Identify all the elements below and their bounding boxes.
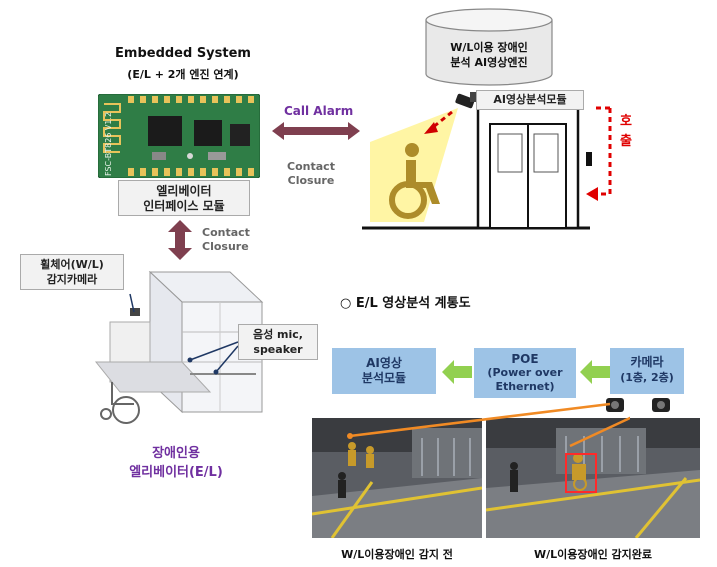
elevator-caption-line1: 장애인용 xyxy=(152,446,200,461)
flow-arrow-poe-to-ai xyxy=(442,360,472,384)
poe-line2: (Power over xyxy=(487,366,563,379)
wheelchair-camera-line2: 감지카메라 xyxy=(46,273,98,286)
camera-box: 카메라 (1층, 2층) xyxy=(610,348,684,394)
photo-after-detection xyxy=(486,418,700,538)
interface-module-label: 엘리베이터 인터페이스 모듈 xyxy=(118,180,250,216)
contact-closure-left: Contact Closure xyxy=(202,226,250,254)
elevator-caption: 장애인용 엘리베이터(E/L) xyxy=(96,444,256,482)
ai-analysis-line2: 분석모듈 xyxy=(361,371,407,385)
photo-after-caption: W/L이용장애인 감지완료 xyxy=(533,548,653,561)
flow-arrow-camera-to-poe xyxy=(580,360,610,384)
interface-module-line2: 인터페이스 모듈 xyxy=(143,199,225,213)
photo-before-caption: W/L이용장애인 감지 전 xyxy=(341,548,453,561)
embedded-board xyxy=(98,94,260,178)
station-scene-before xyxy=(312,418,482,538)
wheelchair-camera-line1: 휠체어(W/L) xyxy=(40,258,104,271)
wheelchair-camera-callout: 휠체어(W/L) 감지카메라 xyxy=(20,254,124,290)
ai-engine-line2: 분석 AI영상엔진 xyxy=(450,56,528,69)
ai-analysis-box: AI영상 분석모듈 xyxy=(332,348,436,394)
call-label: 호 출 xyxy=(620,112,636,152)
board-silkscreen: FSC-BT826 V1.2 xyxy=(104,111,113,176)
elevator-caption-line2: 엘리베이터(E/L) xyxy=(129,465,223,480)
station-scene-after xyxy=(486,418,700,538)
contact-closure-double-arrow xyxy=(168,220,192,260)
camera-icon xyxy=(455,92,476,109)
contact-closure-top: Contact Closure xyxy=(278,160,344,188)
ai-engine-line1: W/L이용 장애인 xyxy=(450,41,528,54)
elevator-cabin-drawing xyxy=(94,270,264,424)
call-label-2: 출 xyxy=(620,134,632,149)
call-alarm-label: Call Alarm xyxy=(284,104,354,118)
elevator-scene xyxy=(362,92,612,230)
contact-closure-top-line1: Contact xyxy=(287,160,335,173)
mic-speaker-line1: 음성 mic, xyxy=(252,328,303,341)
wheelchair-user-icon xyxy=(389,143,440,219)
camera-to-photo-lines xyxy=(347,402,630,448)
mic-speaker-callout: 음성 mic, speaker xyxy=(238,324,318,360)
mic-speaker-line2: speaker xyxy=(253,343,303,356)
contact-closure-left-line1: Contact xyxy=(202,226,250,239)
contact-closure-left-line2: Closure xyxy=(202,240,249,253)
camera-line2: (1층, 2층) xyxy=(620,371,674,384)
poe-box: POE (Power over Ethernet) xyxy=(474,348,576,398)
ai-engine-label: W/L이용 장애인 분석 AI영상엔진 xyxy=(432,40,546,70)
poe-line3: Ethernet) xyxy=(495,380,555,393)
cctv-camera-icons xyxy=(606,398,670,412)
interface-module-line1: 엘리베이터 xyxy=(156,184,212,198)
ai-engine-database-icon xyxy=(425,8,553,86)
photo-before-detection xyxy=(312,418,482,538)
embedded-subtitle: (E/L + 2개 엔진 연계) xyxy=(127,68,239,81)
camera-line1: 카메라 xyxy=(630,355,664,369)
embedded-title: Embedded System xyxy=(115,46,251,61)
flow-title: ○ E/L 영상분석 계통도 xyxy=(340,296,471,311)
call-alarm-double-arrow xyxy=(272,122,360,140)
call-label-1: 호 xyxy=(620,114,632,129)
ai-module-label: AI영상분석모듈 xyxy=(476,90,584,110)
contact-closure-top-line2: Closure xyxy=(287,174,335,187)
ai-analysis-line1: AI영상 xyxy=(366,356,402,370)
poe-line1: POE xyxy=(511,352,539,366)
